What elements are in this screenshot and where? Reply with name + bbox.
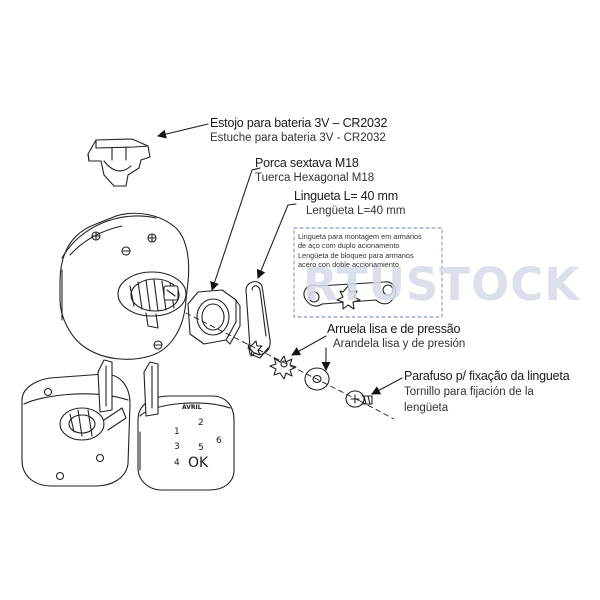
keypad-lock-front xyxy=(137,361,235,491)
pressure-washer-part xyxy=(269,355,297,380)
cam-note-es-line2: acero con doble accionamiento xyxy=(298,260,400,269)
hex-nut-part xyxy=(187,289,241,345)
battery-case-part xyxy=(87,138,151,187)
cam-note-es-line1: Lengüeta de bloqueo para armarios xyxy=(298,251,414,260)
cam-label-es: Lengüeta L=40 mm xyxy=(306,205,406,217)
battery-case-label-pt: Estojo para bateria 3V – CR2032 xyxy=(210,116,388,130)
cam-lingueta-part xyxy=(245,281,271,359)
keypad-key-2: 2 xyxy=(198,418,204,428)
lock-back-housing xyxy=(21,359,131,487)
lock-housing-part xyxy=(59,212,190,360)
cam-note-pt-line1: Lingueta para montagem em armários xyxy=(298,232,422,241)
cam-note-pt-line2: de aço com duplo acionamento xyxy=(298,241,400,250)
fixing-screw-part xyxy=(345,390,373,408)
hex-nut-label-es: Tuerca Hexagonal M18 xyxy=(255,172,375,184)
washer-label-pt: Arruela lisa e de pressão xyxy=(327,322,461,336)
keypad-brand: AVRIL xyxy=(182,404,202,411)
keypad-key-5: 5 xyxy=(198,443,204,453)
screw-label-pt: Parafuso p/ fixação da lingueta xyxy=(404,369,570,383)
battery-case-label-es: Estuche para bateria 3V - CR2032 xyxy=(210,132,386,144)
keypad-key-1: 1 xyxy=(174,427,180,437)
cam-label-pt: Lingueta L= 40 mm xyxy=(294,189,398,203)
screw-label-es-line1: Tornillo para fijación de la xyxy=(404,386,534,398)
washer-label-es: Arandela lisa y de presión xyxy=(333,338,466,350)
watermark-text: RTUSTOCK xyxy=(303,258,581,311)
screw-label-es-line2: lengüeta xyxy=(404,402,449,414)
keypad-key-3: 3 xyxy=(174,442,180,452)
keypad-key-4: 4 xyxy=(174,458,180,468)
hex-nut-label-pt: Porca sextava M18 xyxy=(255,156,359,170)
double-action-cam-part xyxy=(303,281,397,310)
keypad-ok-key: OK xyxy=(188,455,209,471)
keypad-key-6: 6 xyxy=(216,436,222,446)
